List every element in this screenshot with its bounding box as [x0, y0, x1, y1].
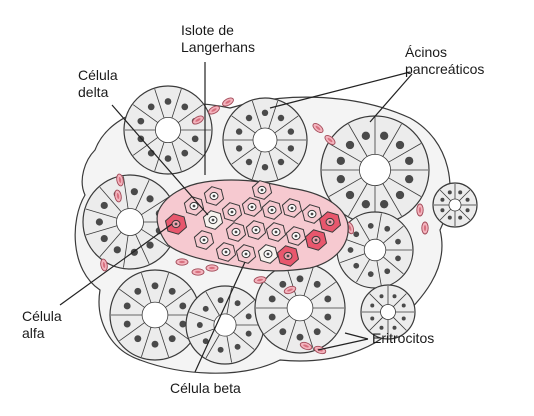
acinus: [186, 286, 264, 364]
acinus: [255, 263, 345, 353]
label-islet: Islote de Langerhans: [181, 22, 255, 56]
erythrocyte: [206, 265, 218, 271]
label-beta: Célula beta: [170, 380, 241, 397]
label-erythrocytes: Eritrocitos: [372, 330, 434, 347]
erythrocyte: [417, 204, 423, 216]
erythrocyte: [192, 269, 204, 275]
acinus: [433, 183, 477, 227]
acinus: [124, 86, 212, 174]
acinus: [110, 270, 200, 360]
label-delta: Célula delta: [78, 67, 118, 101]
label-alpha: Célula alfa: [22, 308, 62, 342]
erythrocyte: [176, 259, 188, 265]
label-acini: Ácinos pancreáticos: [405, 44, 484, 78]
acinus: [223, 98, 307, 182]
erythrocyte: [422, 222, 428, 234]
